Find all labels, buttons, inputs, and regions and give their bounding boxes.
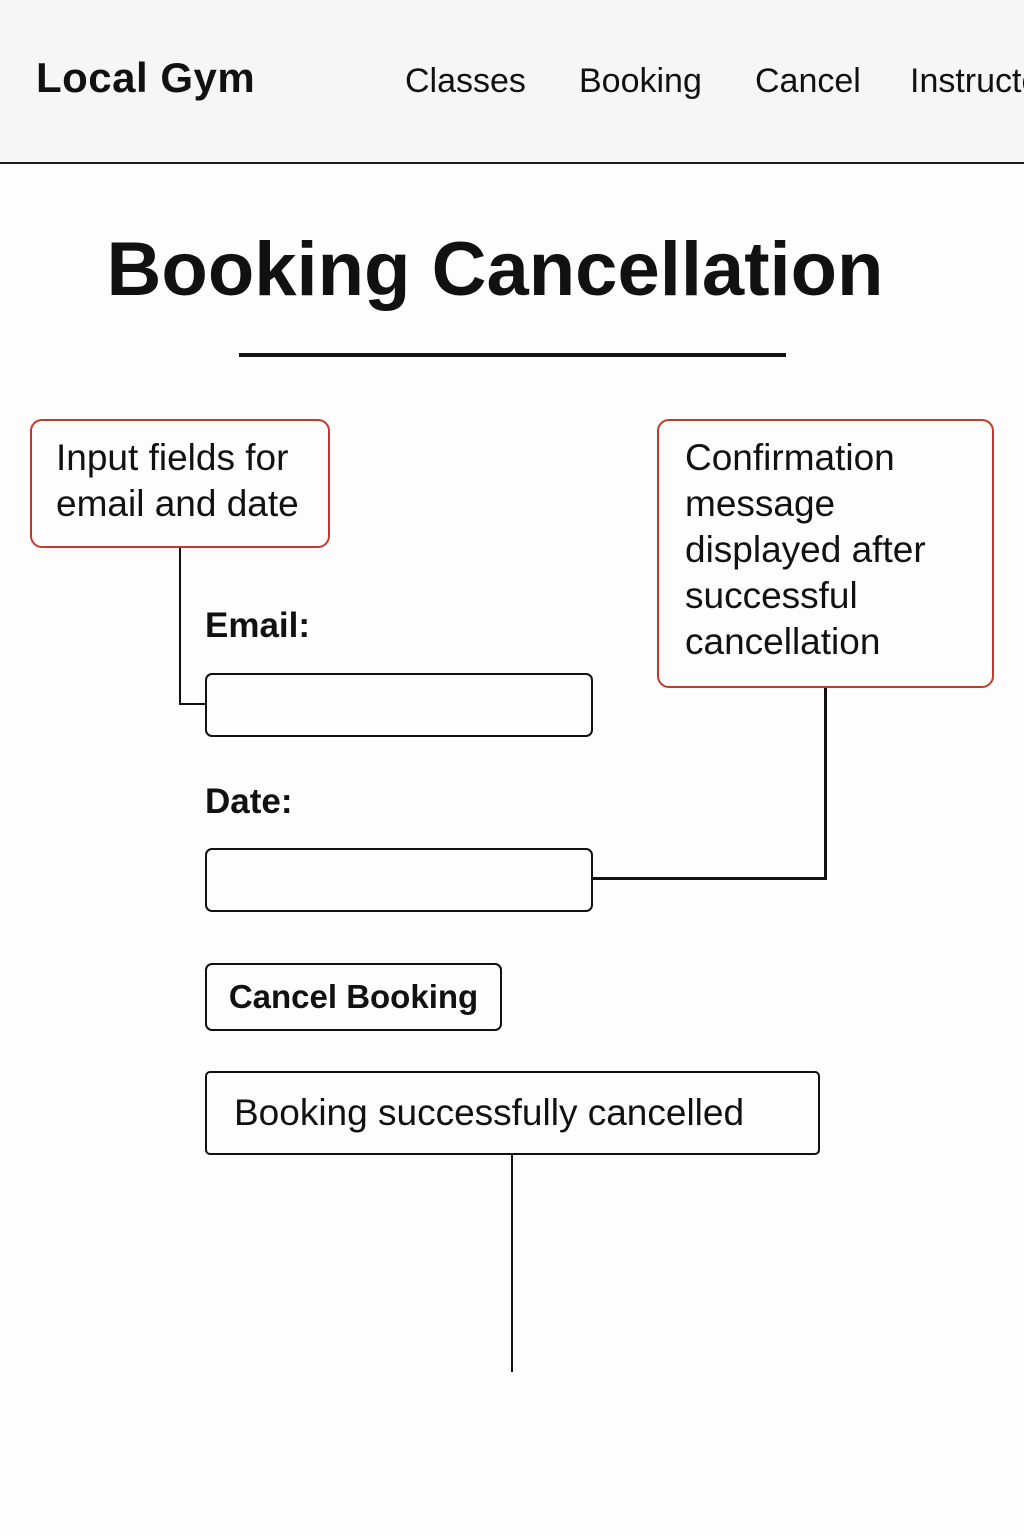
date-label: Date: <box>205 782 293 821</box>
annotation-connector-line <box>592 877 827 880</box>
cancel-booking-button[interactable]: Cancel Booking <box>205 963 502 1031</box>
email-input[interactable] <box>205 673 593 737</box>
title-underline-divider <box>239 353 786 357</box>
top-nav-bar: Local Gym Classes Booking Cancel Instruc… <box>0 0 1024 164</box>
annotation-connector-line <box>511 1153 513 1372</box>
brand-logo-text[interactable]: Local Gym <box>36 54 256 101</box>
annotation-connector-line <box>824 688 827 880</box>
date-input[interactable] <box>205 848 593 912</box>
nav-link-instructors[interactable]: Instructors <box>910 62 1024 100</box>
annotation-connector-line <box>179 703 207 705</box>
annotation-input-fields: Input fields for email and date <box>30 419 330 548</box>
nav-link-cancel[interactable]: Cancel <box>755 62 861 100</box>
page-title: Booking Cancellation <box>106 227 884 312</box>
nav-link-booking[interactable]: Booking <box>579 62 702 100</box>
email-label: Email: <box>205 606 311 645</box>
annotation-confirmation: Confirmation message displayed after suc… <box>657 419 994 688</box>
confirmation-message: Booking successfully cancelled <box>205 1071 820 1155</box>
nav-link-classes[interactable]: Classes <box>405 62 526 100</box>
annotation-connector-line <box>179 548 181 705</box>
